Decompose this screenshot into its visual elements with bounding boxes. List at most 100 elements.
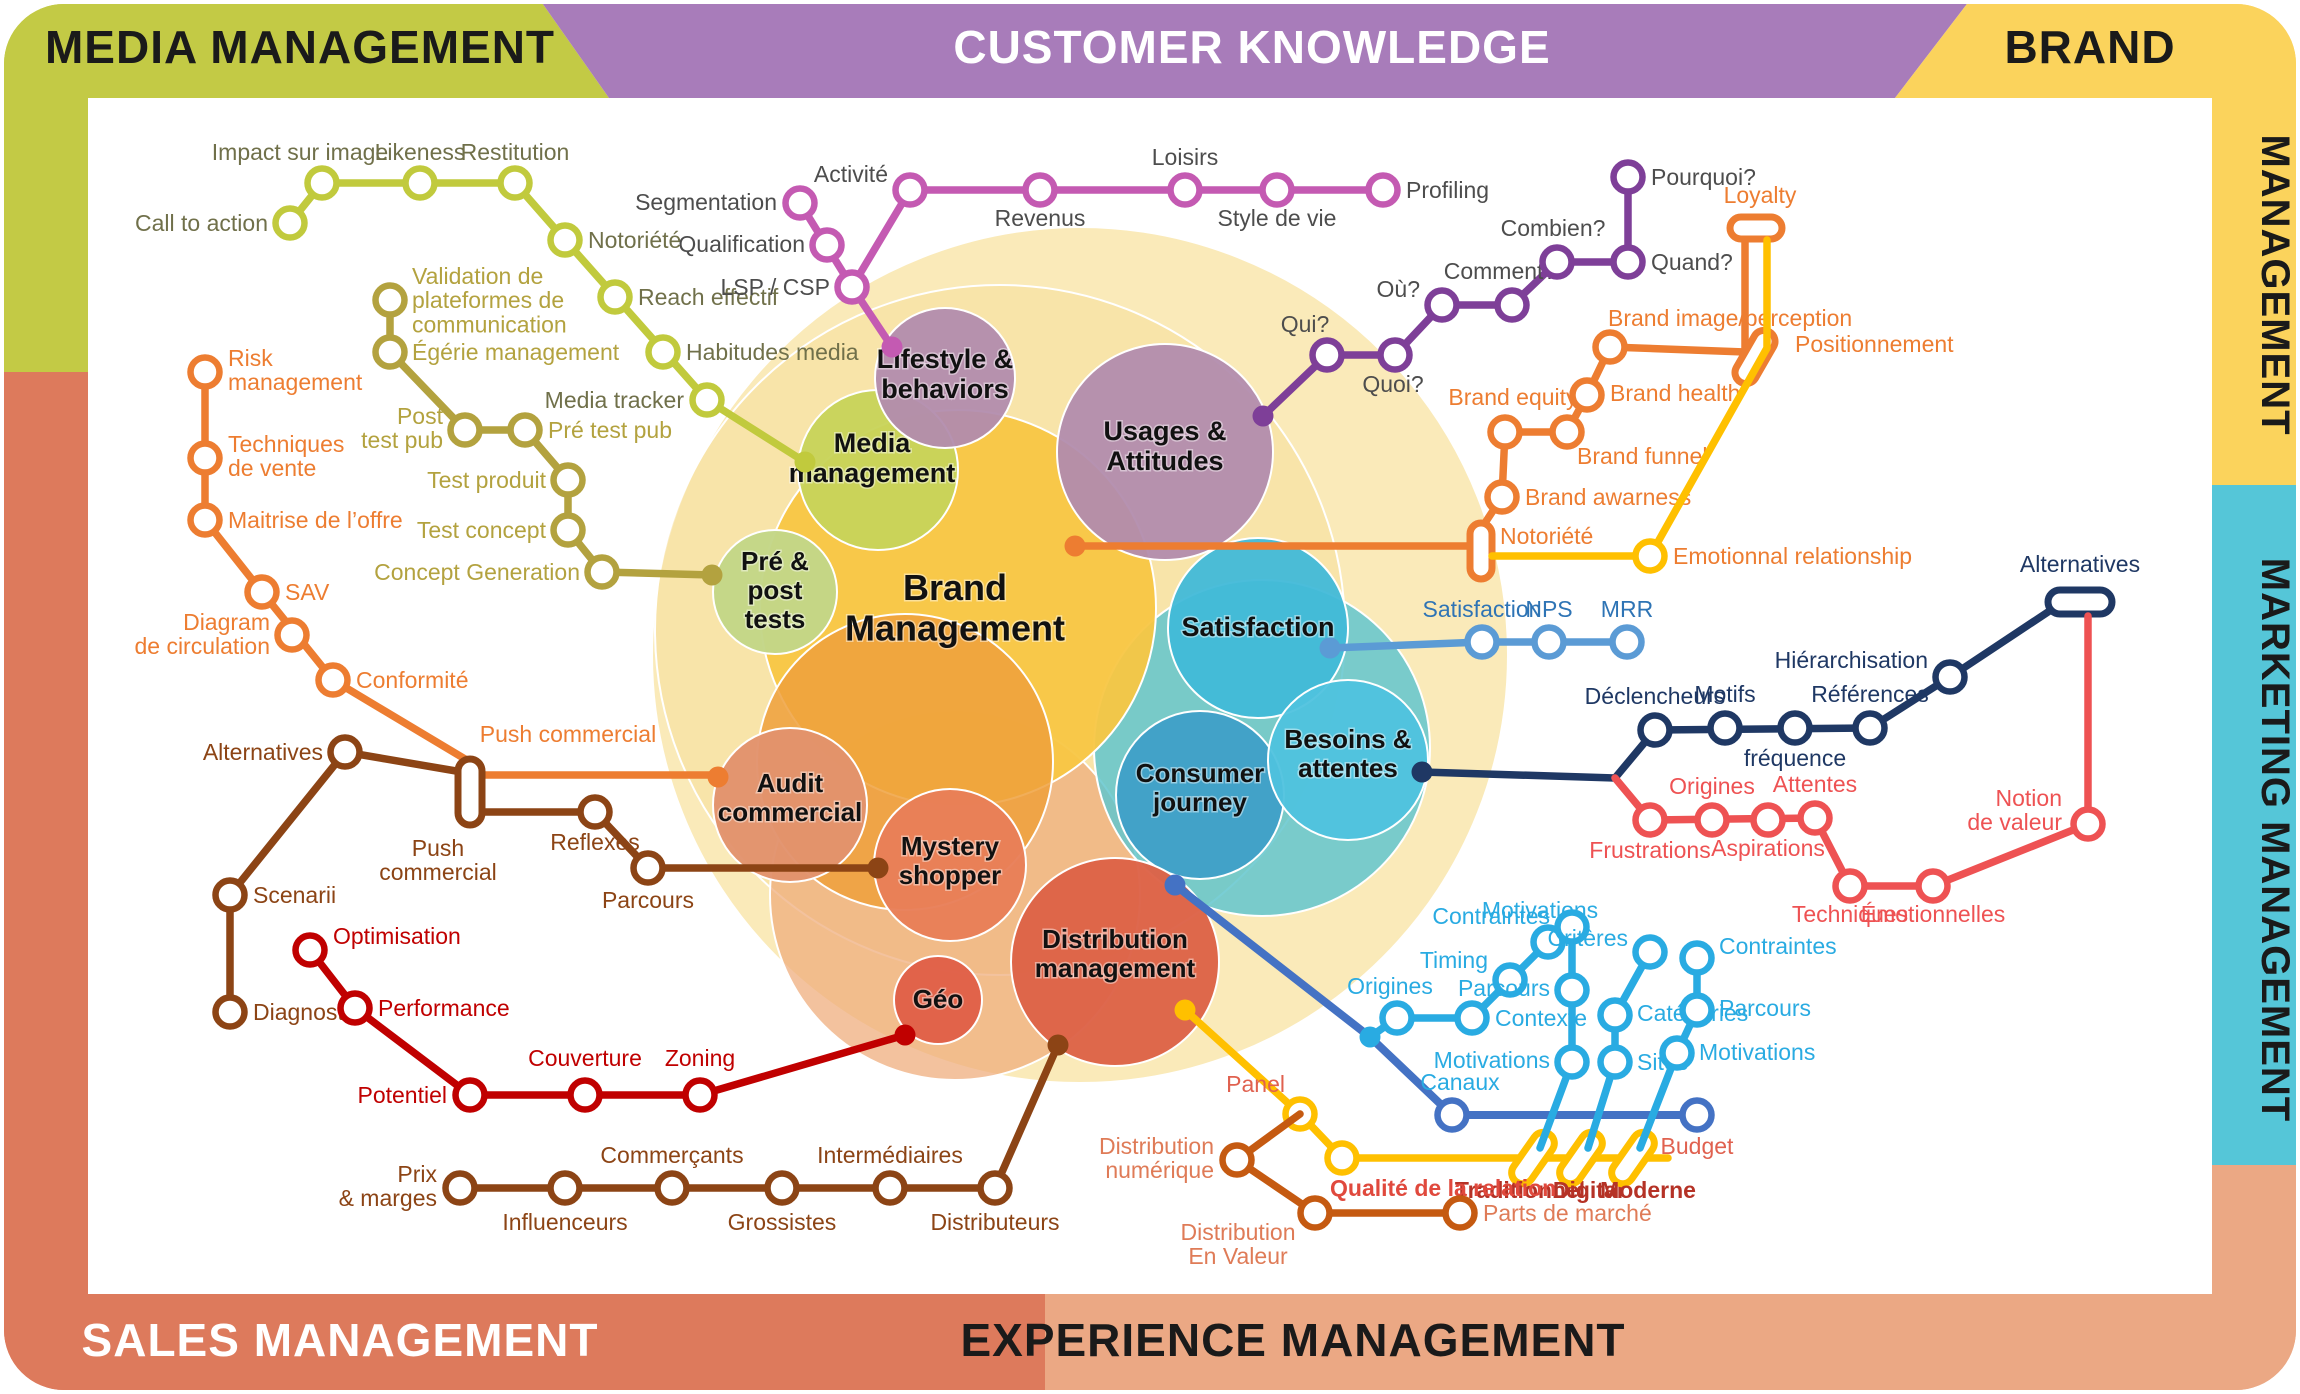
station-style-de-vie [1259, 172, 1295, 208]
label-quand: Quand? [1651, 249, 1733, 275]
label-brand-health: Brand health [1610, 380, 1740, 406]
label-qualification: Qualification [678, 231, 805, 257]
distribution-line-track [1233, 1110, 1464, 1217]
station-distributeurs [977, 1170, 1013, 1206]
station-interm-diaires [872, 1170, 908, 1206]
band-title-media-management: MEDIA MANAGEMENT [45, 21, 555, 73]
station-maitrise-de-l-offre [187, 502, 223, 538]
label-crit-res: Critères [1547, 925, 1628, 951]
label-media-tracker: Media tracker [545, 387, 685, 413]
questions-line-terminus-dot [1252, 405, 1274, 427]
station-qualification [809, 227, 845, 263]
station-conformit [315, 662, 351, 698]
station-impact-sur-image [304, 165, 340, 201]
label-parts-de-march: Parts de marché [1483, 1200, 1652, 1226]
management-band-right [2212, 4, 2296, 485]
station-distribution-en-valeur [1297, 1195, 1333, 1231]
station-risk-management [187, 354, 223, 390]
label-comment: Comment? [1444, 258, 1556, 284]
station-brand-health [1569, 377, 1605, 413]
label-push-commercial: Push commercial [480, 721, 656, 747]
station-parcours [1679, 992, 1715, 1028]
station-optimisation [292, 932, 328, 968]
station-budget [1679, 1097, 1715, 1133]
station-techniques [1832, 868, 1868, 904]
label-alternatives: Alternatives [203, 739, 323, 765]
station-activit [892, 172, 928, 208]
label-contexte: Contexte [1495, 1005, 1587, 1031]
band-title-experience-management: EXPERIENCE MANAGEMENT [960, 1314, 1625, 1366]
label-impact-sur-image: Impact sur image [212, 139, 388, 165]
label-d-clencheurs: Déclencheurs [1585, 683, 1726, 709]
station-test-produit [550, 462, 586, 498]
emotional-line-track [1488, 236, 1771, 560]
red-left-line-terminus-dot [894, 1024, 916, 1046]
pre-post-tests-bubble [712, 529, 838, 655]
label-performance: Performance [378, 995, 510, 1021]
label-influenceurs: Influenceurs [502, 1209, 627, 1235]
label-interm-diaires: Intermédiaires [817, 1142, 963, 1168]
satisfaction-bubble-label: Satisfaction [1181, 612, 1334, 642]
label-brand-equity: Brand equity [1448, 384, 1578, 410]
label-motionnelles: Émotionnelles [1861, 901, 2005, 927]
station-contraintes [1554, 909, 1590, 945]
label-positionnement: Positionnement [1795, 331, 1954, 357]
interchange-alternatives [2044, 586, 2116, 618]
usages-attitudes-bubble [1056, 343, 1274, 561]
contexte-line-track [1636, 954, 1701, 1152]
station-nps [1531, 624, 1567, 660]
contexte-line-terminus-dot [1359, 1026, 1381, 1048]
label-satisfaction: Satisfaction [1423, 596, 1542, 622]
station-motifs [1707, 710, 1743, 746]
station-brand-equity [1487, 414, 1523, 450]
brown-line-terminus-dot [1047, 1034, 1069, 1056]
station-combien [1539, 244, 1575, 280]
station-parcours [1554, 972, 1590, 1008]
besoins-line-terminus-dot [1411, 761, 1433, 783]
station-revenus [1022, 172, 1058, 208]
station-restitution [497, 165, 533, 201]
label-conformit: Conformité [356, 667, 468, 693]
media-line-terminus-dot [794, 451, 816, 473]
station-qui [1309, 337, 1345, 373]
station-comment [1494, 287, 1530, 323]
station-couverture [567, 1077, 603, 1113]
station-performance [337, 990, 373, 1026]
label-timing: Timing [1420, 947, 1488, 973]
label-fr-quence: fréquence [1744, 745, 1846, 771]
station-motivations [1530, 924, 1566, 960]
station-fr-quence [1777, 710, 1813, 746]
profiling-line-terminus-dot [881, 336, 903, 358]
station-aspirations [1750, 802, 1786, 838]
station-o [1424, 287, 1460, 323]
label-g-rie-management: Égérie management [412, 339, 620, 365]
label-notori-t: Notoriété [588, 227, 681, 253]
station-brand-funnel [1549, 414, 1585, 450]
band-title-customer-knowledge: CUSTOMER KNOWLEDGE [953, 21, 1550, 73]
station-canaux [1434, 1097, 1470, 1133]
station-origines [1379, 1000, 1415, 1036]
label-optimisation: Optimisation [333, 923, 461, 949]
station-concept-generation [584, 554, 620, 590]
station-parts-de-march [1442, 1195, 1478, 1231]
label-panel: Panel [1226, 1071, 1285, 1097]
satisfaction-bubble [1167, 537, 1349, 719]
station-scenarii [212, 877, 248, 913]
sales-band-bottom [4, 1294, 1045, 1390]
station-loisirs [1167, 172, 1203, 208]
label-budget: Budget [1661, 1133, 1735, 1159]
label-motivations: Motivations [1434, 1047, 1550, 1073]
line-questions-line: Qui?Quoi?Où?Comment?Combien?Quand?Pourqu… [1252, 159, 1756, 427]
lifestyle-behaviors-bubble-label: Lifestyle &behaviors [877, 344, 1014, 404]
label-potentiel: Potentiel [357, 1082, 447, 1108]
label-couverture: Couverture [528, 1045, 642, 1071]
canaux-line-terminus-dot [1164, 874, 1186, 896]
label-contraintes: Contraintes [1432, 903, 1550, 929]
label-aspirations: Aspirations [1711, 835, 1825, 861]
